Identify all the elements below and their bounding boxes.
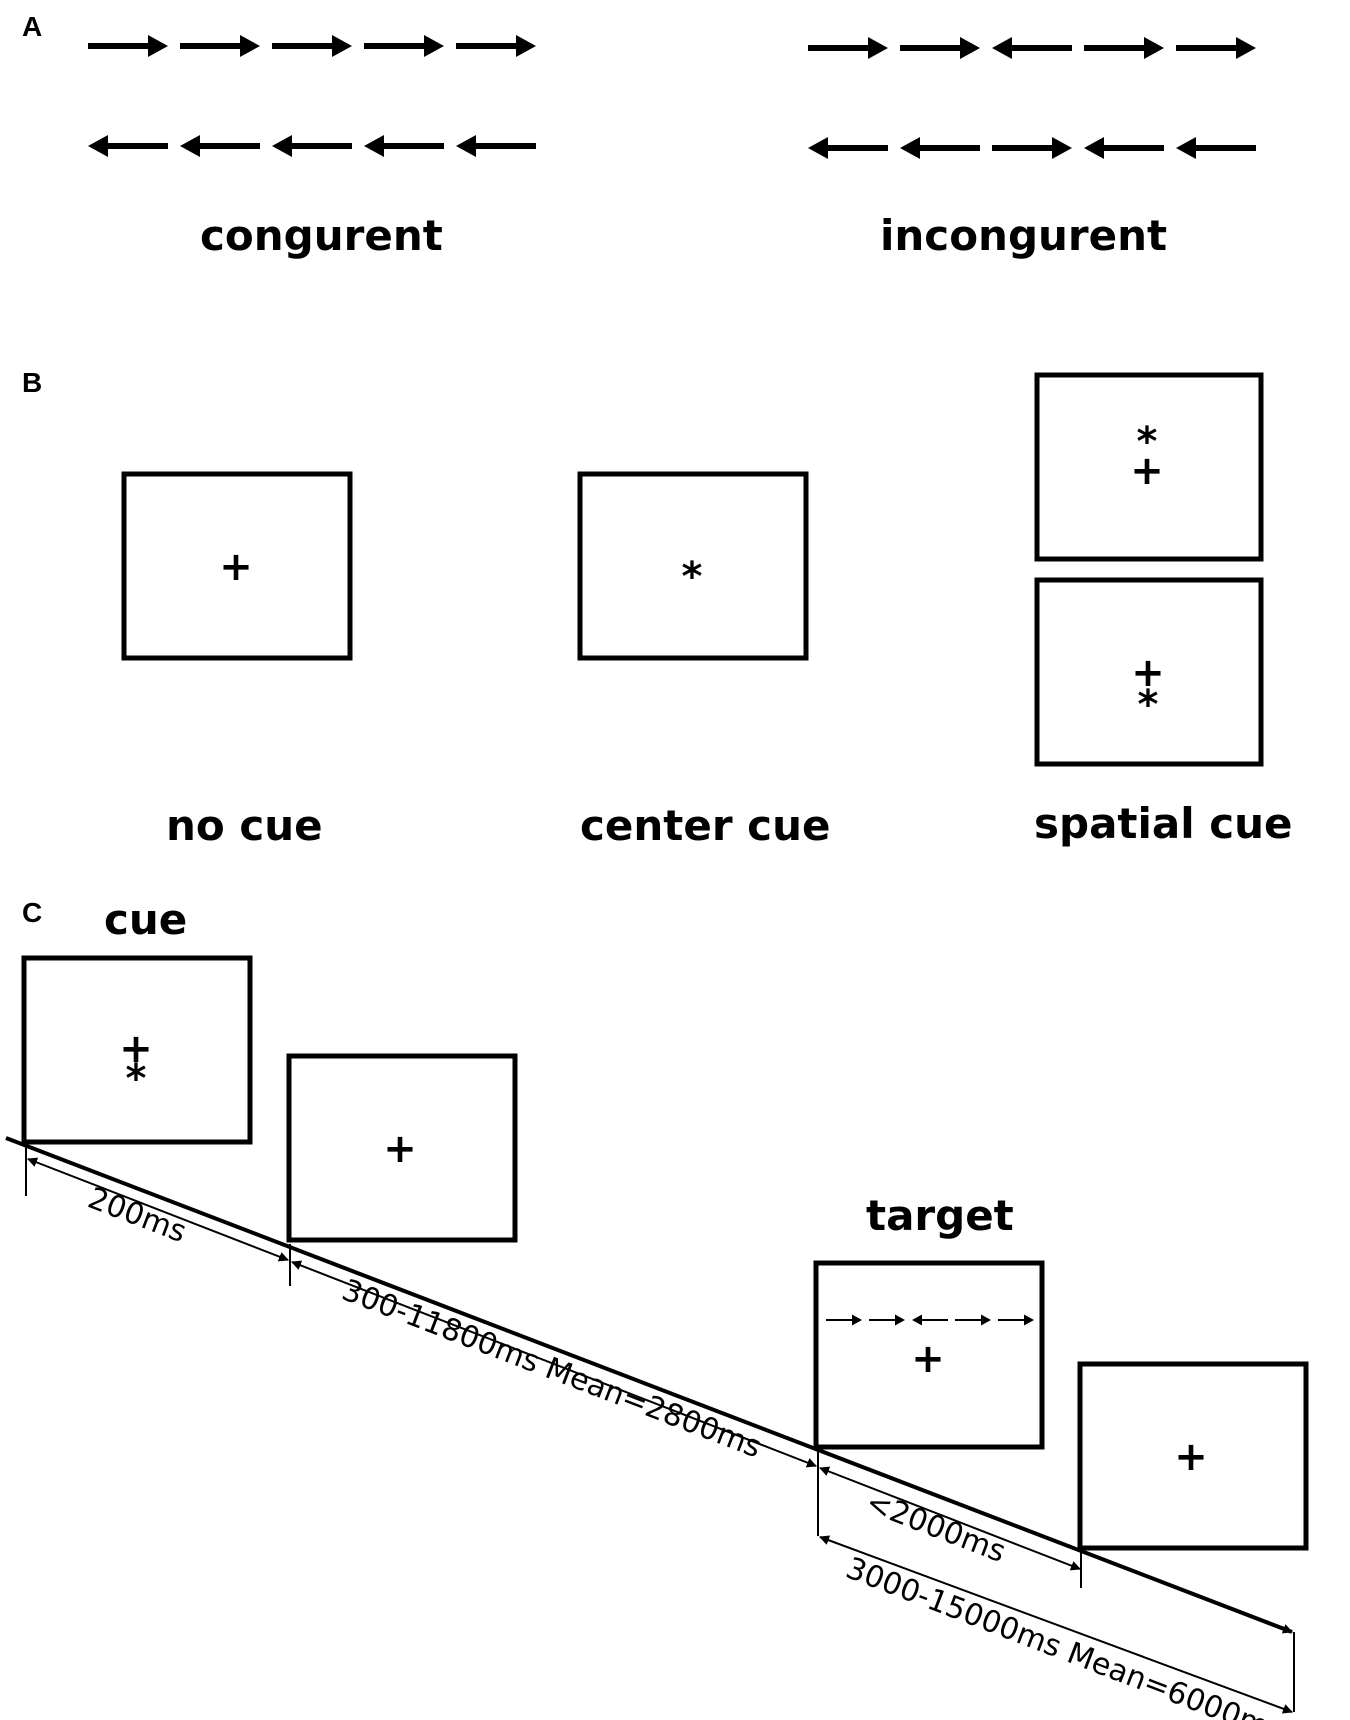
right-arrow-icon bbox=[998, 1314, 1034, 1326]
duration-label-200ms: 200ms bbox=[83, 1181, 191, 1250]
left-arrow-icon bbox=[1176, 137, 1256, 159]
right-arrow-icon bbox=[88, 35, 168, 57]
fixation-plus: + bbox=[119, 1026, 153, 1072]
right-arrow-icon bbox=[1176, 37, 1256, 59]
left-arrow-icon bbox=[364, 135, 444, 157]
spatial-cue-down-screen bbox=[1034, 577, 1264, 767]
cue-screen bbox=[21, 955, 253, 1145]
right-arrow-icon bbox=[808, 37, 888, 59]
fixation-plus: + bbox=[1174, 1434, 1208, 1480]
target-screen bbox=[813, 1260, 1045, 1450]
left-arrow-icon bbox=[1084, 137, 1164, 159]
target-label: target bbox=[866, 1191, 1014, 1240]
cue-label: cue bbox=[104, 895, 187, 944]
spatial-cue-star-below: * bbox=[126, 1056, 147, 1102]
congruent-label: congurent bbox=[200, 211, 443, 260]
incongruent-label: incongurent bbox=[880, 211, 1167, 260]
right-arrow-icon bbox=[1084, 37, 1164, 59]
fixation-screen bbox=[286, 1053, 518, 1243]
spatial-cue-star-above: * bbox=[1137, 419, 1158, 465]
duration-label-cue-target: 300-11800ms Mean=2800ms bbox=[337, 1273, 766, 1466]
incongruent-flanker-arrays bbox=[808, 37, 1256, 159]
right-arrow-icon bbox=[992, 137, 1072, 159]
no-cue-screen bbox=[121, 471, 353, 661]
left-arrow-icon bbox=[180, 135, 260, 157]
duration-arrow-iti bbox=[819, 1535, 1293, 1714]
left-arrow-icon bbox=[272, 135, 352, 157]
left-arrow-icon bbox=[456, 135, 536, 157]
right-arrow-icon bbox=[869, 1314, 905, 1326]
fixation-plus: + bbox=[1130, 448, 1164, 494]
right-arrow-icon bbox=[955, 1314, 991, 1326]
fixation-plus: + bbox=[911, 1336, 945, 1382]
fixation-plus: + bbox=[1131, 650, 1165, 696]
duration-label-response: <2000ms bbox=[861, 1485, 1010, 1570]
spatial-cue-label: spatial cue bbox=[1034, 799, 1293, 848]
right-arrow-icon bbox=[180, 35, 260, 57]
right-arrow-icon bbox=[364, 35, 444, 57]
right-arrow-icon bbox=[900, 37, 980, 59]
fixation-plus: + bbox=[219, 544, 253, 590]
spatial-cue-star-below: * bbox=[1138, 682, 1159, 728]
right-arrow-icon bbox=[456, 35, 536, 57]
panel-a-letter: A bbox=[22, 11, 42, 42]
target-flanker-array bbox=[826, 1314, 1034, 1326]
right-arrow-icon bbox=[272, 35, 352, 57]
left-arrow-icon bbox=[992, 37, 1072, 59]
left-arrow-icon bbox=[808, 137, 888, 159]
duration-arrow-200ms bbox=[27, 1157, 289, 1262]
left-arrow-icon bbox=[912, 1314, 948, 1326]
right-arrow-icon bbox=[826, 1314, 862, 1326]
left-arrow-icon bbox=[900, 137, 980, 159]
left-arrow-icon bbox=[88, 135, 168, 157]
spatial-cue-up-screen bbox=[1034, 372, 1264, 562]
panel-c-letter: C bbox=[22, 897, 42, 928]
congruent-flanker-arrays bbox=[88, 35, 536, 157]
fixation-plus: + bbox=[383, 1126, 417, 1172]
duration-label-iti: 3000-15000ms Mean=6000ms bbox=[841, 1551, 1288, 1720]
panel-b-letter: B bbox=[22, 367, 42, 398]
center-cue-screen bbox=[577, 471, 809, 661]
post-target-fixation-screen bbox=[1077, 1361, 1309, 1551]
no-cue-label: no cue bbox=[166, 801, 323, 850]
duration-arrow-cue-target bbox=[291, 1260, 817, 1468]
center-cue-label: center cue bbox=[580, 801, 830, 850]
center-cue-star: * bbox=[682, 554, 703, 600]
